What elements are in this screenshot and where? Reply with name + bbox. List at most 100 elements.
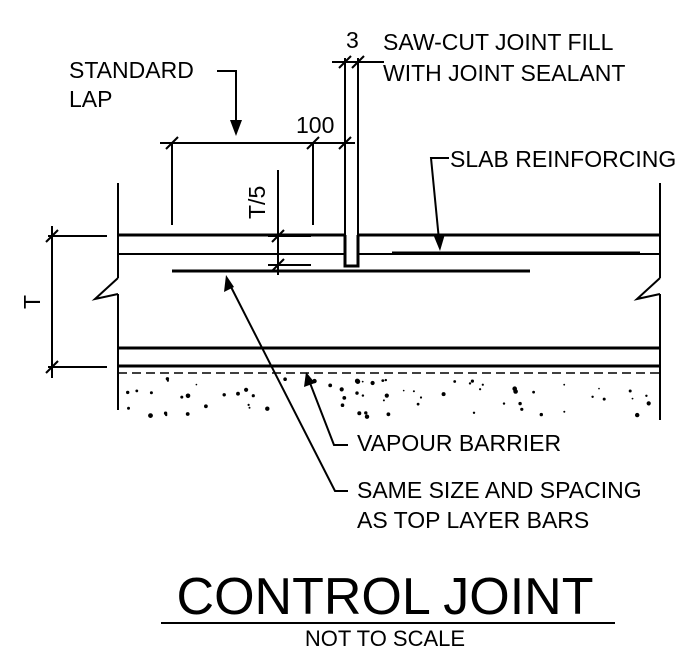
bottom-bars-note-line1: SAME SIZE AND SPACING bbox=[357, 477, 642, 503]
gravel-dot bbox=[563, 410, 566, 413]
standard-lap-leader bbox=[217, 70, 237, 128]
subgrade: VAPOUR BARRIER bbox=[118, 372, 660, 456]
gravel-dot bbox=[149, 391, 153, 395]
gravel-dot bbox=[339, 387, 344, 392]
drawing-title: CONTROL JOINT bbox=[177, 568, 594, 626]
gravel-dot bbox=[453, 380, 457, 383]
standard-lap-label-line2: LAP bbox=[69, 86, 112, 112]
gravel-dot bbox=[384, 378, 387, 382]
gravel-dot bbox=[247, 403, 250, 406]
gravel-dot bbox=[539, 412, 543, 417]
gravel-dot bbox=[364, 411, 368, 415]
gravel-dot bbox=[602, 397, 606, 401]
thickness-tick-top bbox=[45, 229, 59, 243]
gravel-dot bbox=[441, 392, 446, 397]
slab-right-break-line bbox=[633, 277, 661, 301]
gravel-dot bbox=[370, 380, 375, 386]
bottom-bars-arrowhead bbox=[224, 275, 234, 292]
gravel-dot bbox=[520, 407, 524, 411]
slab-outline bbox=[91, 183, 661, 420]
gravel-dot bbox=[244, 387, 249, 392]
saw-cut-joint: 3 SAW-CUT JOINT FILL WITH JOINT SEALANT bbox=[332, 27, 625, 268]
gravel-dot bbox=[328, 383, 333, 388]
gravel-dot bbox=[180, 395, 184, 399]
top-cover-dimension: T/5 bbox=[244, 170, 311, 275]
slab-reinforcing-arrowhead bbox=[433, 234, 445, 251]
gravel-dot bbox=[185, 412, 190, 416]
gravel-dot bbox=[222, 393, 226, 397]
gravel-dot bbox=[342, 396, 347, 400]
bottom-reinforcing: SAME SIZE AND SPACING AS TOP LAYER BARS bbox=[172, 269, 642, 533]
gravel-dot bbox=[251, 394, 255, 398]
slab-reinforcing-leader bbox=[429, 157, 449, 241]
gravel-dot bbox=[502, 402, 506, 405]
gravel-dot bbox=[135, 389, 139, 393]
gravel-dot bbox=[364, 414, 370, 419]
gravel-dot bbox=[518, 401, 522, 406]
gravel-dot bbox=[354, 378, 360, 384]
vapour-barrier-arrowhead bbox=[304, 372, 315, 387]
gravel-dot bbox=[236, 391, 240, 396]
saw-cut-note-line1: SAW-CUT JOINT FILL bbox=[383, 29, 614, 55]
slab-reinforcing-callout: SLAB REINFORCING bbox=[392, 146, 676, 255]
bottom-bars-note-line2: AS TOP LAYER BARS bbox=[357, 507, 589, 533]
gravel-dot bbox=[532, 390, 535, 394]
gravel-dot bbox=[648, 403, 650, 406]
gravel-dot bbox=[355, 391, 359, 395]
slab-thickness-dimension: T bbox=[19, 226, 107, 378]
gravel-dot bbox=[165, 413, 168, 417]
top-cover-tick-bottom bbox=[271, 258, 285, 272]
gravel-dot bbox=[470, 379, 474, 383]
lap-tick-right bbox=[306, 136, 320, 150]
slab-reinforcing-label: SLAB REINFORCING bbox=[450, 146, 676, 172]
gravel-dot bbox=[386, 412, 391, 417]
gravel-dot bbox=[148, 413, 153, 418]
gravel-dot bbox=[591, 395, 594, 398]
lap-tick-left bbox=[165, 136, 179, 150]
top-cover-label: T/5 bbox=[244, 186, 270, 219]
saw-cut-tick-left bbox=[338, 55, 352, 69]
gravel-dot bbox=[513, 389, 518, 394]
vapour-barrier-leader bbox=[309, 382, 348, 446]
saw-cut-width-label: 3 bbox=[346, 27, 359, 53]
bottom-bars-leader bbox=[228, 282, 348, 492]
standard-lap-label-line1: STANDARD bbox=[69, 57, 194, 83]
subgrade-gravel bbox=[126, 377, 651, 419]
title-block: CONTROL JOINT NOT TO SCALE bbox=[161, 568, 615, 651]
gravel-dot bbox=[166, 379, 169, 382]
gravel-dot bbox=[165, 377, 170, 381]
lap-dimension-value: 100 bbox=[296, 112, 334, 138]
gravel-dot bbox=[126, 390, 130, 395]
gravel-dot bbox=[402, 389, 405, 392]
gravel-dot bbox=[412, 390, 415, 393]
drawing-subtitle: NOT TO SCALE bbox=[305, 626, 465, 651]
gravel-dot bbox=[283, 377, 287, 382]
top-cover-tick-top bbox=[271, 229, 285, 243]
gravel-dot bbox=[416, 402, 420, 406]
standard-lap-dimension: 100 STANDARD LAP bbox=[69, 57, 355, 225]
gravel-dot bbox=[185, 393, 191, 399]
lap-tick-joint bbox=[338, 136, 352, 150]
gravel-dot bbox=[628, 389, 632, 393]
saw-cut-tick-right bbox=[351, 55, 365, 69]
vapour-barrier-label: VAPOUR BARRIER bbox=[357, 430, 561, 456]
slab-left-break-line bbox=[91, 277, 119, 301]
gravel-dot bbox=[563, 383, 566, 386]
gravel-dot bbox=[340, 403, 345, 408]
gravel-dot bbox=[479, 388, 482, 391]
gravel-dot bbox=[384, 393, 389, 398]
gravel-dot bbox=[361, 394, 365, 397]
gravel-dot bbox=[265, 406, 270, 411]
gravel-dot bbox=[645, 394, 648, 397]
gravel-dot bbox=[468, 382, 472, 385]
gravel-dot bbox=[472, 411, 476, 414]
gravel-dot bbox=[381, 379, 385, 382]
saw-cut-note-line2: WITH JOINT SEALANT bbox=[383, 60, 625, 86]
gravel-dot bbox=[195, 383, 198, 386]
gravel-dot bbox=[248, 406, 251, 409]
gravel-dot bbox=[631, 397, 634, 400]
gravel-dot bbox=[635, 412, 640, 418]
gravel-dot bbox=[357, 411, 362, 416]
thickness-label: T bbox=[19, 295, 45, 309]
